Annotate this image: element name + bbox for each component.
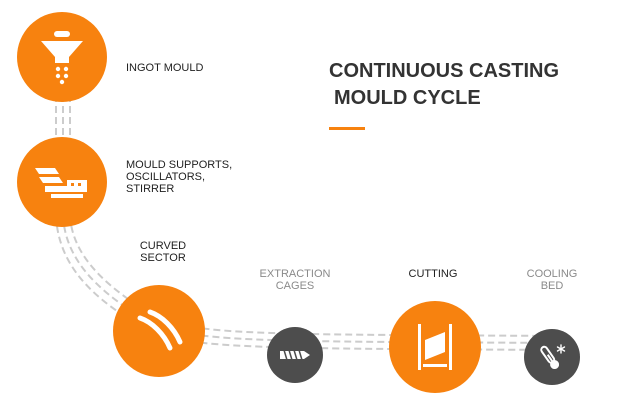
step-cooling-bed-node[interactable] [524, 329, 580, 385]
diagram-title: CONTINUOUS CASTING MOULD CYCLE [329, 58, 559, 112]
snowflake-icon [556, 344, 566, 354]
step-cutting-node[interactable] [389, 301, 481, 393]
step-label-line: BED [540, 280, 564, 292]
step-curved-sector-label: CURVED SECTOR [128, 240, 198, 264]
step-cooling-bed-label: COOLING BED [519, 268, 585, 292]
step-label-line: INGOT MOULD [126, 62, 204, 74]
step-label-line: OSCILLATORS, [126, 171, 206, 183]
step-label-line: CURVED [139, 240, 187, 252]
step-label-line: CAGES [275, 280, 315, 292]
step-extraction-cages-node[interactable] [267, 327, 323, 383]
title-line-2: MOULD CYCLE [334, 87, 481, 109]
thermometer-icon [540, 344, 566, 370]
step-label-line: EXTRACTION [259, 268, 331, 280]
step-extraction-cages-label: EXTRACTION CAGES [252, 268, 338, 292]
step-label-line: MOULD SUPPORTS, [126, 159, 233, 171]
step-curved-sector-node[interactable] [113, 285, 205, 377]
step-cutting-label: CUTTING [395, 268, 471, 280]
mould-supports-icon [35, 168, 87, 198]
title-accent-bar [329, 127, 365, 130]
track-line-inner [69, 95, 561, 337]
step-label-line: STIRRER [126, 183, 175, 195]
step-ingot-mould-label: INGOT MOULD [126, 62, 203, 74]
extraction-roller-icon [280, 349, 310, 361]
curved-sector-icon [137, 309, 183, 351]
step-mould-supports-node[interactable] [17, 137, 107, 227]
step-label-line: SECTOR [140, 252, 186, 264]
cutting-icon [418, 324, 452, 370]
step-label-line: COOLING [526, 268, 578, 280]
title-line-1: CONTINUOUS CASTING [329, 60, 559, 82]
funnel-icon [41, 31, 83, 85]
step-ingot-mould-node[interactable] [17, 12, 107, 102]
step-label-line: CUTTING [408, 268, 458, 280]
step-mould-supports-label: MOULD SUPPORTS, OSCILLATORS, STIRRER [126, 159, 232, 195]
